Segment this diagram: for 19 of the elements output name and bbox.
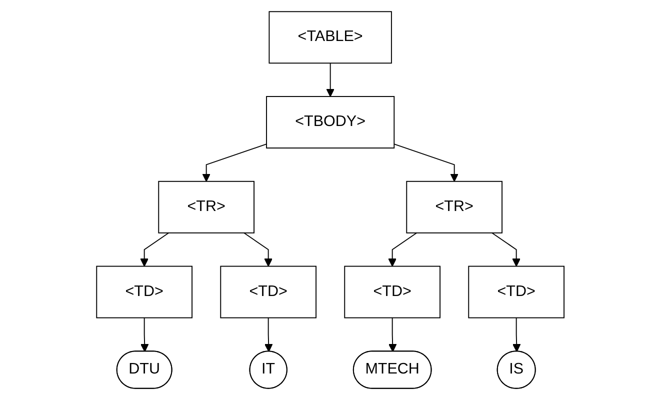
node-box: <TD> [220, 266, 316, 318]
arrow [264, 317, 272, 352]
arrow [393, 144, 458, 182]
arrow [491, 232, 520, 267]
node-box: <TD> [344, 266, 440, 318]
node-box: <TR> [406, 180, 502, 234]
node-box: <TD> [468, 266, 564, 318]
arrow [388, 232, 417, 267]
arrow [326, 62, 334, 97]
arrow [512, 317, 520, 352]
arrow [243, 232, 272, 267]
node-box: <TR> [158, 180, 254, 234]
node-box: <TD> [96, 266, 192, 318]
arrow [202, 144, 267, 182]
arrow [140, 317, 148, 352]
arrow [388, 317, 396, 352]
node-box: <TBODY> [266, 96, 394, 148]
node-box: <TABLE> [268, 11, 392, 64]
arrow [140, 232, 169, 267]
